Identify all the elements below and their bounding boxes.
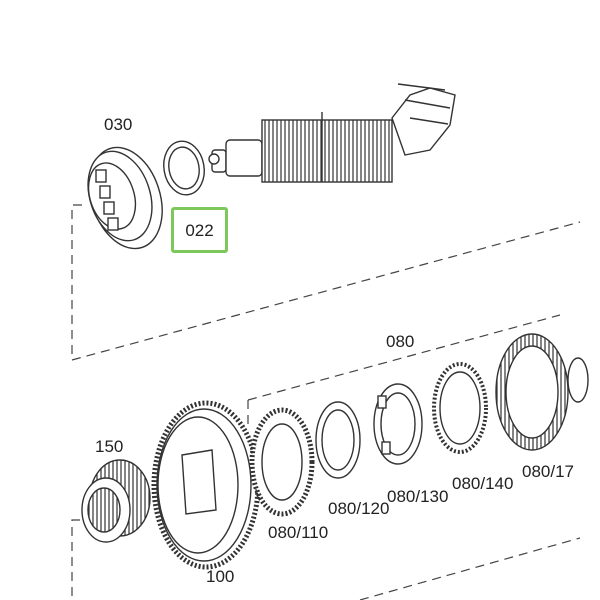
label-080-140: 080/140 [452, 474, 514, 493]
gear-100-part [151, 400, 261, 570]
sync-080-130-part [373, 383, 423, 465]
bearing-030-part [87, 146, 163, 250]
label-080: 080 [386, 332, 415, 351]
sync-080-17x-part [495, 333, 589, 451]
label-022: 022 [185, 220, 214, 240]
sync-080-120-part [315, 401, 361, 479]
gear-150-part [81, 459, 151, 543]
label-150: 150 [95, 437, 124, 456]
ring-022-part [163, 140, 205, 196]
sync-080-140-part [432, 362, 488, 454]
label-080-120: 080/120 [328, 499, 390, 518]
label-100: 100 [206, 567, 235, 586]
shaft-part [208, 83, 456, 183]
label-080-130: 080/130 [387, 487, 449, 506]
label-080-110: 080/110 [268, 523, 329, 542]
dashed-guide-lines [71, 204, 581, 600]
label-080-17x: 080/17 [522, 462, 574, 481]
sync-080-110-part [249, 407, 315, 517]
highlight-022-box[interactable]: 022 [171, 207, 228, 253]
label-030: 030 [104, 115, 133, 134]
